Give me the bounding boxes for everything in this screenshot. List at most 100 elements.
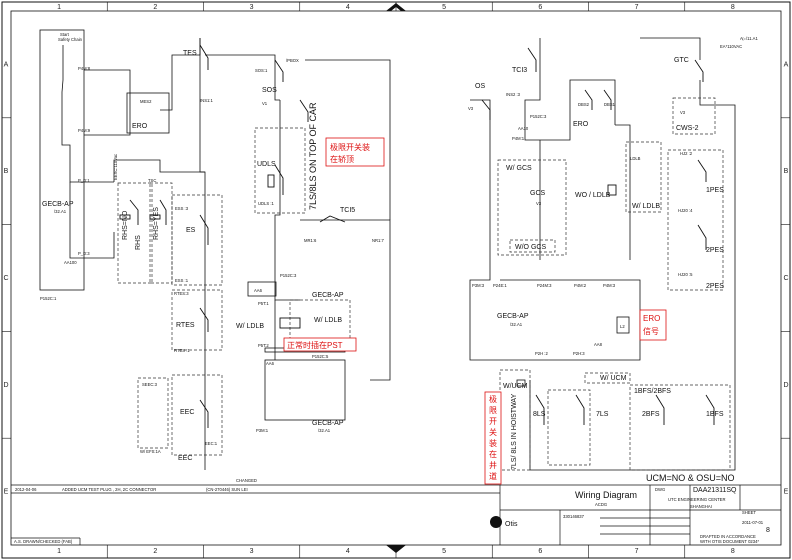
grid-column-number: 6 — [538, 548, 542, 555]
p2h3-label: P2H:3 — [573, 351, 585, 356]
original-date: 2011-07-01 — [742, 520, 764, 525]
labels: Start P4M:8 P4M:9 P_D:1 P_D:3 AA100 P152… — [40, 32, 758, 483]
hj20-5-label: HJ20 :5 — [678, 272, 693, 277]
sos-label: SOS — [262, 87, 277, 94]
p152c1-label: P152C:1 — [40, 296, 57, 301]
v3b-label: V3 — [536, 201, 542, 206]
dwg-label: DWG — [655, 487, 665, 492]
ea-label: EA*110VAC — [720, 44, 742, 49]
ero-signal-annotation-1: ERO — [643, 314, 660, 323]
eexc-label: EEXC:110Vac — [113, 154, 118, 180]
ess1-label: ESS :1 — [175, 278, 189, 283]
p4m2-label: P4M:2 — [574, 283, 587, 288]
ldlb-label: LDLB — [630, 156, 641, 161]
title-block-frame — [11, 484, 781, 545]
dwg-number: DAA21311SQ — [693, 487, 737, 494]
p4m1-label: P4M:1 — [512, 136, 525, 141]
wo-ucm-label: W/ UCM — [600, 375, 627, 382]
eia-label: A▷/11.A1 — [740, 36, 758, 41]
hj20-4-label: HJ20 :4 — [678, 208, 693, 213]
aa100-label: AA100 — [64, 260, 77, 265]
left-switch-symbols — [119, 44, 209, 428]
mes2-label: MES2 — [140, 99, 152, 104]
safety-chain-label-1: Start — [60, 32, 70, 37]
grid-column-number: 1 — [57, 4, 61, 11]
center-mark-bottom — [386, 545, 406, 553]
2pes-label: 2PES — [706, 247, 724, 254]
limit-on-car-annotation-2: 在轿顶 — [330, 154, 354, 164]
ess3-label: ESS :3 — [175, 206, 189, 211]
title-block: 2012-04-06 ADDED UCM TEST PLUG , 2H, 2C … — [14, 478, 770, 544]
grid-column-number: 5 — [442, 548, 446, 555]
udls1-label: UDLS :1 — [258, 201, 274, 206]
hoistway-annotation-char: 道 — [489, 471, 497, 481]
grid-column-number: 4 — [346, 4, 350, 11]
p24e1-label: P24E:1 — [493, 283, 507, 288]
gcs-label: GCS — [530, 190, 546, 197]
v3c-label: V3 — [680, 110, 686, 115]
p4m9-label: P4M:9 — [78, 128, 91, 133]
w-ldlb-right-label: W/ LDLB — [632, 203, 660, 210]
sos1-label: SOS:1 — [255, 68, 268, 73]
rtes-label: RTES — [176, 322, 195, 329]
pbox-label-1: /PBOX — [286, 58, 299, 63]
ref-32a1-label: /32.A1 — [318, 428, 331, 433]
udls-label: UDLS — [257, 161, 276, 168]
tci3-label: TCI3 — [512, 67, 527, 74]
p3m1-label: P3M:1 — [256, 428, 269, 433]
aa8-label: AA8 — [594, 342, 603, 347]
right-switch-symbols — [481, 47, 715, 425]
change-date: 2012-04-06 — [15, 487, 37, 492]
os-label: OS — [475, 83, 485, 90]
grid-row-letter: E — [784, 489, 789, 496]
sheet-label: SHEET — [742, 510, 756, 515]
p-d1-label: P_D:1 — [78, 178, 90, 183]
right-dashed-boxes — [497, 97, 731, 471]
grid-column-number: 6 — [538, 4, 542, 11]
drafted-note-1: DRAFTED IN ACCORDANCE — [700, 534, 756, 539]
gecb-ap-mid-label: GECB-AP — [312, 292, 344, 299]
p3m3-label: P3M:3 — [472, 283, 485, 288]
change-ref: (CN-270446) SUN LEI — [206, 487, 248, 492]
grid-row-letter: E — [4, 489, 9, 496]
gecb-ap-right-label: GECB-AP — [497, 313, 529, 320]
sheet-number: 8 — [766, 527, 770, 534]
rtes3-label: RTES:3 — [174, 291, 189, 296]
p4m3-label: P4M:3 — [603, 283, 616, 288]
ins1-1-label: INS1:1 — [200, 98, 213, 103]
bfs-label: 1BFS/2BFS — [634, 388, 671, 395]
ins2-label: INS2 :3 — [506, 92, 521, 97]
wo-ldlb-label: WO / LDLB — [575, 192, 611, 199]
limit-on-car-annotation-1: 极限开关装 — [330, 142, 370, 152]
w-efs-label: W/ EFS:1A — [140, 449, 161, 454]
p4m8-label: P4M:8 — [78, 66, 91, 71]
title-text: Wiring Diagram — [575, 490, 637, 500]
ucm-code: ACDG — [595, 502, 607, 507]
grid-column-number: 2 — [153, 548, 157, 555]
rtes1-label: RTES :1 — [174, 348, 190, 353]
hoistway-annotation-char: 装 — [489, 438, 497, 448]
grid-row-letter: C — [783, 275, 788, 282]
grid-column-number: 2 — [153, 4, 157, 11]
p152c5-label: P152C:5 — [312, 354, 329, 359]
changed-label: CHANGED — [236, 478, 257, 483]
hoistway-annotation-char: 在 — [489, 449, 497, 459]
eec3-label: SEEC:3 — [142, 382, 158, 387]
grid-row-letter: D — [783, 382, 788, 389]
hoistway-note: 7LS/ 8LS IN HOISTWAY — [511, 393, 518, 470]
v3-label: V3 — [468, 106, 474, 111]
gecb-ap-left-ref: /32.A1 — [54, 209, 67, 214]
eec-label-2: EEC — [178, 455, 192, 462]
hoistway-annotation-char: 开 — [489, 417, 497, 426]
brand-text: Otis — [505, 521, 518, 528]
p152c3-label: P152C:3 — [280, 273, 297, 278]
grid-row-letter: A — [784, 61, 789, 68]
safety-chain-label-2: Safety Chain — [58, 37, 83, 42]
grid-row-letter: C — [3, 275, 8, 282]
mrel-label: MR1:6 — [304, 238, 317, 243]
otis-logo-mark — [490, 516, 502, 528]
ero-signal-annotation-2: 信号 — [643, 326, 659, 336]
